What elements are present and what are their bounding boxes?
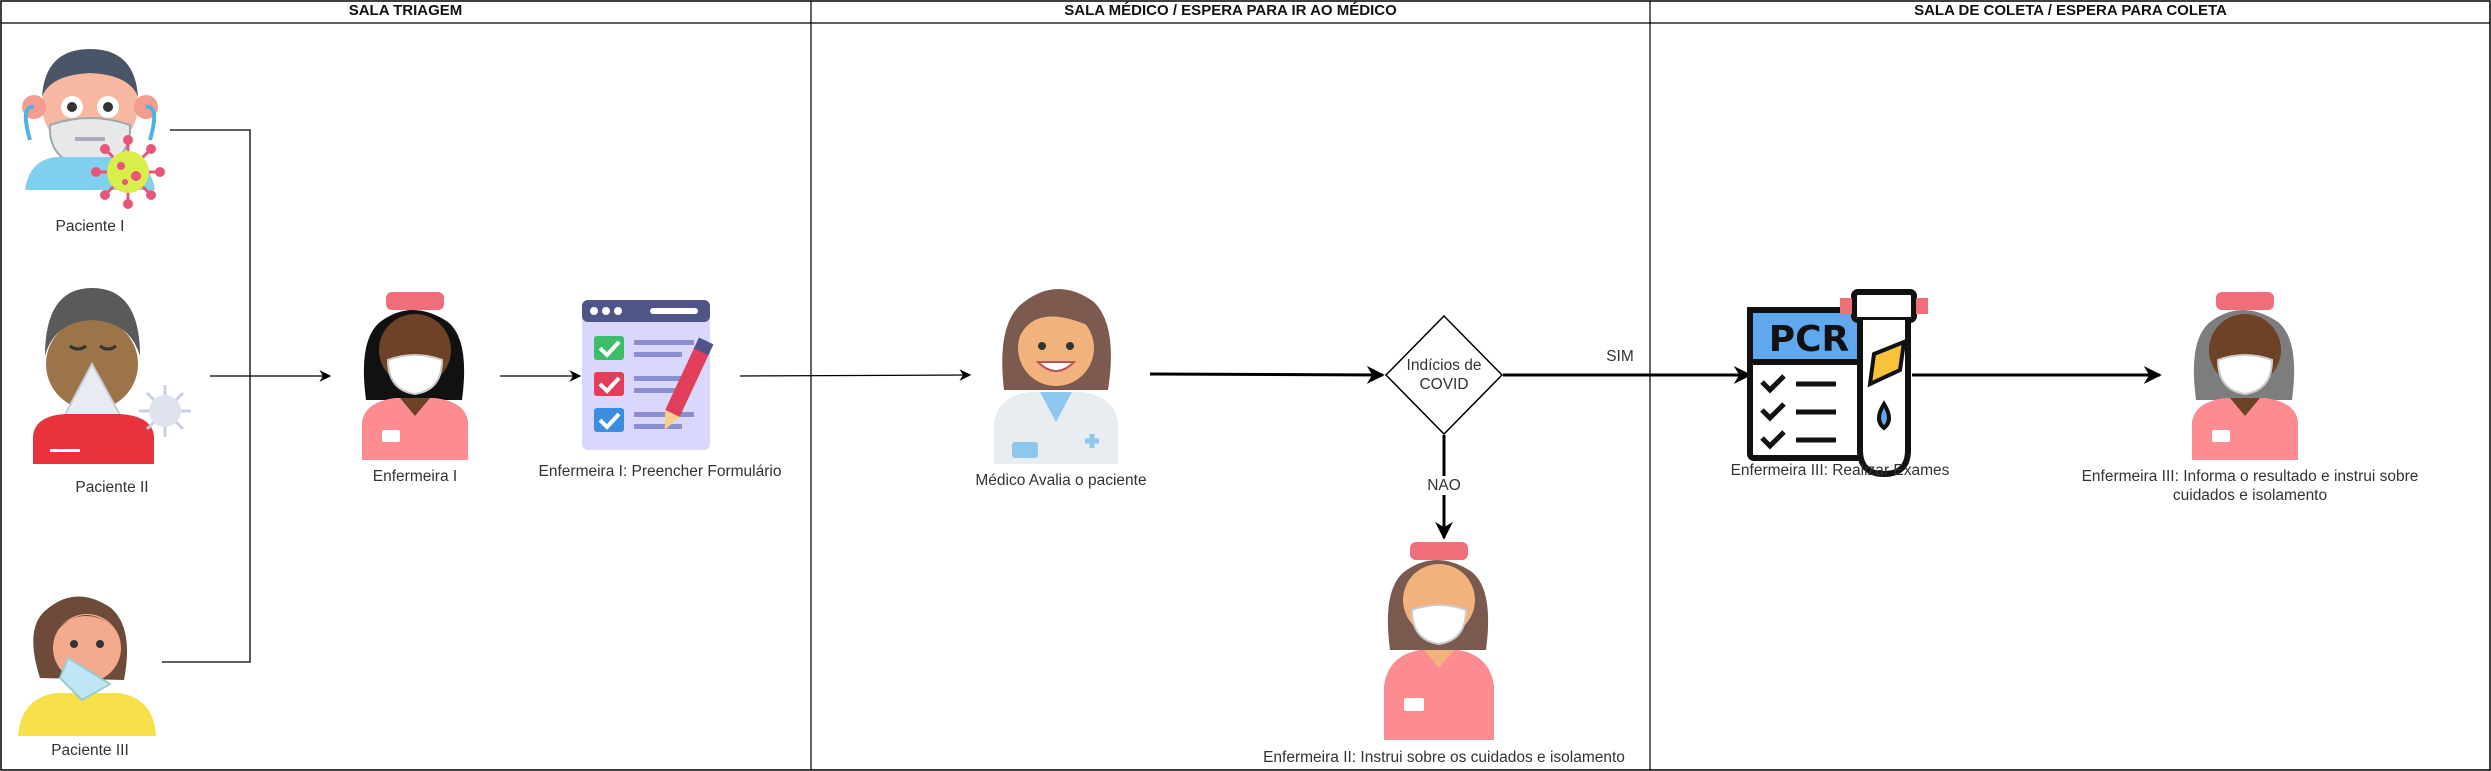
lane-title-coleta: SALA DE COLETA / ESPERA PARA COLETA [1914,2,2227,19]
nurse-icon [1384,542,1494,740]
nurse-icon [362,292,468,460]
nurse3-label: Enfermeira III: Informa o resultado e in… [2081,468,2419,504]
nurse2-label: Enfermeira II: Instrui sobre os cuidados… [1263,749,1625,766]
patient-sneeze-virus-icon [33,288,191,464]
nurse-icon [2192,292,2298,460]
lane-title-medico: SALA MÉDICO / ESPERA PARA IR AO MÉDICO [1064,2,1397,19]
pcr-test-icon: PCR [1747,289,1928,478]
lane-title-triagem: SALA TRIAGEM [348,2,463,19]
yes-edge-label: SIM [1606,348,1634,365]
connectors [162,129,2162,663]
patient-1-label: Paciente I [55,218,125,235]
patient-2-label: Paciente II [75,479,149,496]
pcr-label: Enfermeira III: Realizar Exames [1730,462,1950,479]
patient-3-label: Paciente III [51,742,129,759]
patient-sick-tissue-icon [18,596,156,736]
form-checklist-icon [582,300,714,450]
doctor-icon [994,289,1118,464]
patient-mask-virus-icon [22,49,165,209]
nurse1-label: Enfermeira I [372,468,458,485]
no-edge-label: NAO [1414,476,1474,495]
decision-diamond[interactable] [1384,314,1504,436]
svg-text:PCR: PCR [1769,319,1850,360]
decision-label: Indícios de COVID [1406,357,1482,393]
form-label: Enfermeira I: Preencher Formulário [538,463,782,480]
edge-doctor-to-decision [1149,365,1385,384]
patient-group-bracket [162,129,251,663]
doctor-label: Médico Avalia o paciente [975,472,1147,489]
edge-form-to-doctor [739,369,972,381]
